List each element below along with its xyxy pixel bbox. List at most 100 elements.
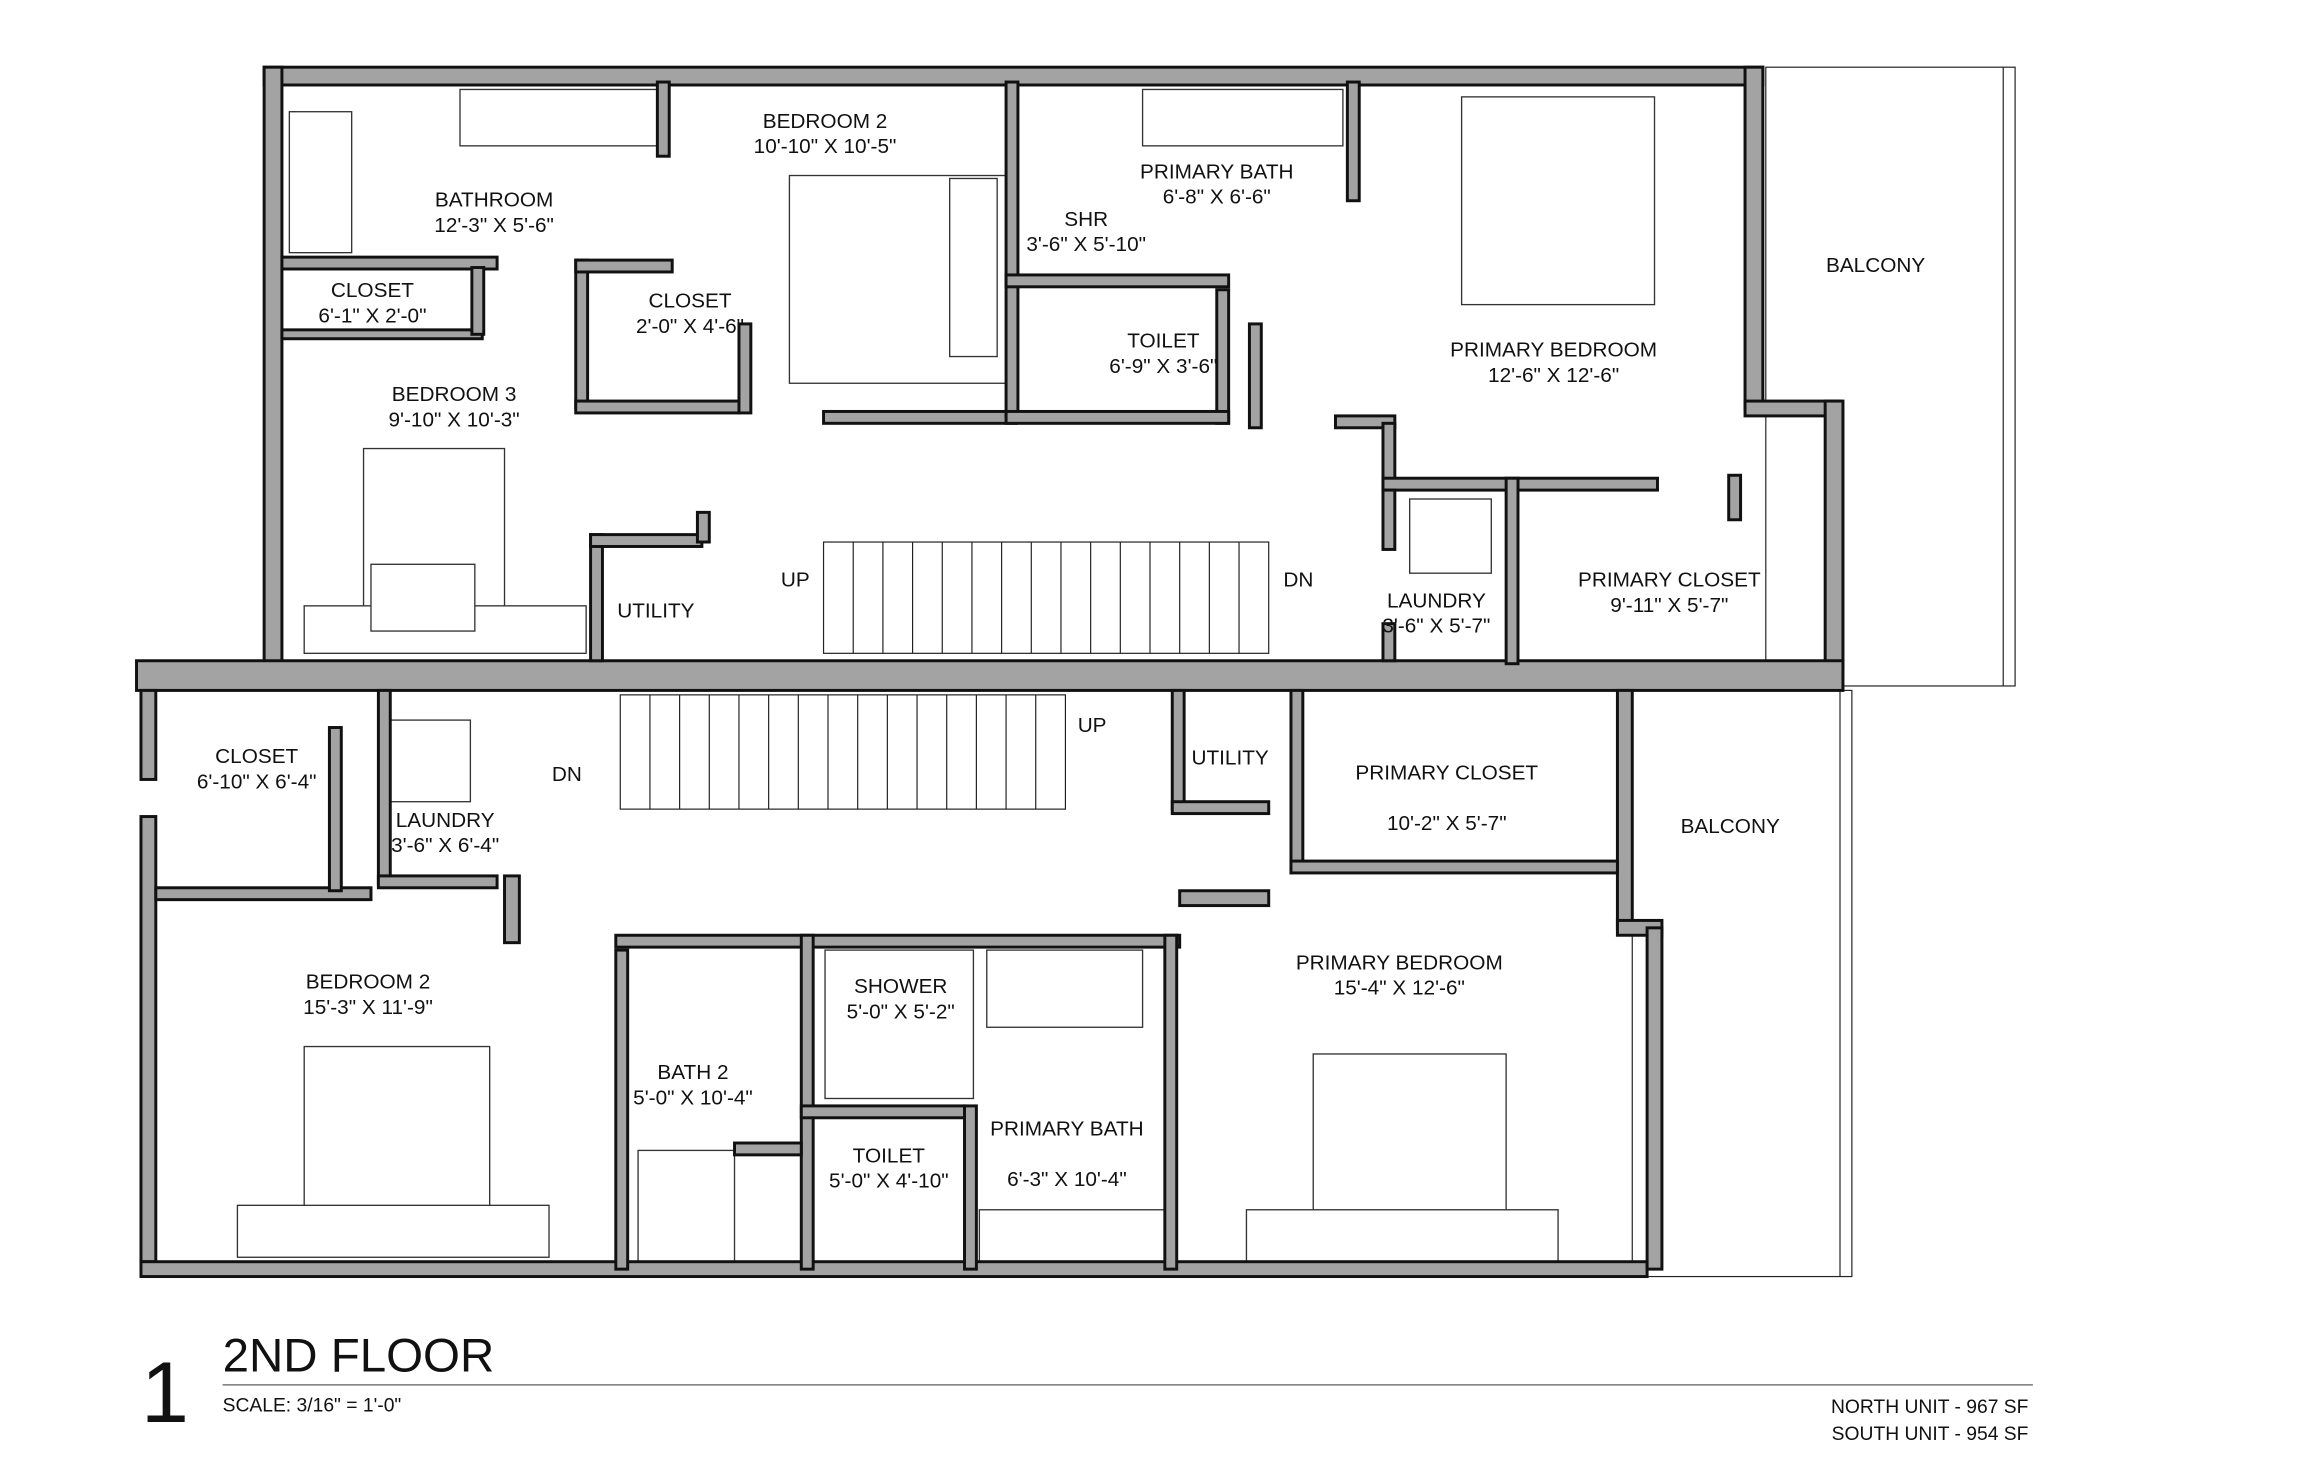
wall bbox=[139, 815, 158, 1264]
wall bbox=[737, 322, 753, 415]
wall bbox=[1004, 273, 1231, 289]
wall bbox=[1645, 926, 1664, 1271]
room-name: BEDROOM 3 bbox=[392, 383, 517, 406]
room-name: SHR bbox=[1064, 208, 1108, 231]
wall bbox=[1504, 476, 1520, 666]
room-dimensions: 15'-3" X 11'-9" bbox=[303, 996, 433, 1019]
room-name: CLOSET bbox=[648, 290, 731, 313]
wall bbox=[614, 948, 630, 1271]
fixture bbox=[986, 949, 1144, 1028]
wall bbox=[1170, 800, 1271, 816]
north-balcony bbox=[1765, 66, 2016, 687]
wall bbox=[799, 933, 815, 1271]
fixtures bbox=[236, 88, 1656, 1263]
wall bbox=[503, 874, 521, 945]
drawing-number: 1 bbox=[141, 1345, 189, 1441]
stair-down-label: DN bbox=[1283, 569, 1313, 592]
wall bbox=[1381, 476, 1659, 492]
wall bbox=[1163, 933, 1179, 1271]
room-name: PRIMARY BATH bbox=[1140, 160, 1293, 183]
room-name: UTILITY bbox=[1191, 747, 1268, 770]
wall bbox=[1615, 688, 1634, 930]
room-dimensions: 10'-10" X 10'-5" bbox=[754, 135, 897, 158]
room-name: PRIMARY BEDROOM bbox=[1296, 951, 1503, 974]
stair-up-label: UP bbox=[781, 569, 810, 592]
walls bbox=[135, 65, 1845, 1279]
fixture bbox=[1141, 88, 1344, 147]
room-name: PRIMARY BEDROOM bbox=[1450, 339, 1657, 362]
wall bbox=[376, 874, 499, 890]
room-dimensions: 5'-0" X 10'-4" bbox=[633, 1086, 753, 1109]
room-dimensions: 6'-9" X 3'-6" bbox=[1109, 355, 1217, 378]
wall bbox=[135, 659, 1845, 692]
wall bbox=[1170, 688, 1186, 811]
fixture bbox=[236, 1204, 550, 1258]
south-balcony bbox=[1631, 689, 1853, 1278]
stair-down-label: DN bbox=[552, 763, 582, 786]
wall bbox=[614, 933, 1182, 949]
wall bbox=[1215, 288, 1231, 425]
wall bbox=[262, 65, 284, 666]
room-name: TOILET bbox=[853, 1144, 926, 1167]
wall bbox=[1289, 688, 1305, 870]
room-dimensions: 6'-8" X 6'-6" bbox=[1163, 186, 1271, 209]
wall bbox=[1823, 399, 1845, 670]
wall bbox=[799, 1104, 966, 1120]
wall bbox=[1247, 322, 1263, 430]
fixture bbox=[303, 1045, 491, 1226]
fixture bbox=[1312, 1053, 1507, 1233]
room-dimensions: 5'-0" X 5'-2" bbox=[847, 1000, 955, 1023]
wall bbox=[280, 328, 484, 341]
fixture bbox=[949, 177, 998, 358]
wall bbox=[822, 409, 1018, 425]
drawing-title: 2ND FLOOR bbox=[223, 1330, 495, 1383]
fixture bbox=[978, 1209, 1166, 1263]
wall bbox=[589, 533, 604, 663]
room-name: BATH 2 bbox=[657, 1061, 728, 1084]
room-name: UTILITY bbox=[617, 600, 694, 623]
room-name: CLOSET bbox=[331, 279, 414, 302]
wall bbox=[139, 688, 158, 781]
fixture bbox=[1245, 1209, 1559, 1263]
wall bbox=[139, 1260, 1649, 1279]
wall bbox=[574, 258, 590, 410]
fixture bbox=[637, 1149, 736, 1263]
wall bbox=[574, 258, 674, 274]
room-name: PRIMARY CLOSET bbox=[1578, 569, 1761, 592]
room-dimensions: 9'-11" X 5'-7" bbox=[1610, 594, 1728, 617]
room-dimensions: 3'-6" X 5'-7" bbox=[1382, 615, 1490, 638]
wall bbox=[1289, 859, 1619, 875]
room-name: PRIMARY BATH bbox=[990, 1118, 1143, 1141]
wall bbox=[1743, 65, 1765, 410]
room-name: BEDROOM 2 bbox=[763, 110, 888, 133]
fixture bbox=[1409, 498, 1492, 574]
wall bbox=[470, 266, 486, 336]
fixture bbox=[824, 949, 975, 1100]
wall bbox=[1178, 889, 1271, 908]
room-dimensions: 6'-1" X 2'-0" bbox=[318, 304, 426, 327]
wall bbox=[963, 1104, 978, 1271]
wall bbox=[1004, 80, 1020, 418]
wall bbox=[695, 510, 711, 544]
room-dimensions: 3'-6" X 6'-4" bbox=[391, 834, 499, 857]
room-dimensions: 6'-3" X 10'-4" bbox=[1007, 1168, 1127, 1191]
room-name: CLOSET bbox=[215, 745, 298, 768]
south-unit-area: SOUTH UNIT - 954 SF bbox=[1832, 1424, 2029, 1445]
stairs bbox=[619, 541, 1270, 810]
wall bbox=[327, 726, 343, 893]
title-block: 1 2ND FLOOR SCALE: 3/16" = 1'-0" NORTH U… bbox=[141, 1330, 2033, 1445]
room-dimensions: 2'-0" X 4'-6" bbox=[636, 315, 744, 338]
room-dimensions: 6'-10" X 6'-4" bbox=[197, 770, 317, 793]
fixture bbox=[288, 111, 353, 254]
fixture bbox=[370, 563, 476, 632]
wall bbox=[376, 688, 392, 885]
room-dimensions: 10'-2" X 5'-7" bbox=[1387, 812, 1507, 835]
wall bbox=[1381, 488, 1397, 551]
fixture bbox=[388, 719, 472, 803]
room-dimensions: 5'-0" X 4'-10" bbox=[829, 1170, 949, 1193]
room-name: BALCONY bbox=[1826, 254, 1925, 277]
room-name: BEDROOM 2 bbox=[306, 971, 431, 994]
wall bbox=[589, 533, 704, 548]
wall bbox=[1345, 80, 1361, 203]
